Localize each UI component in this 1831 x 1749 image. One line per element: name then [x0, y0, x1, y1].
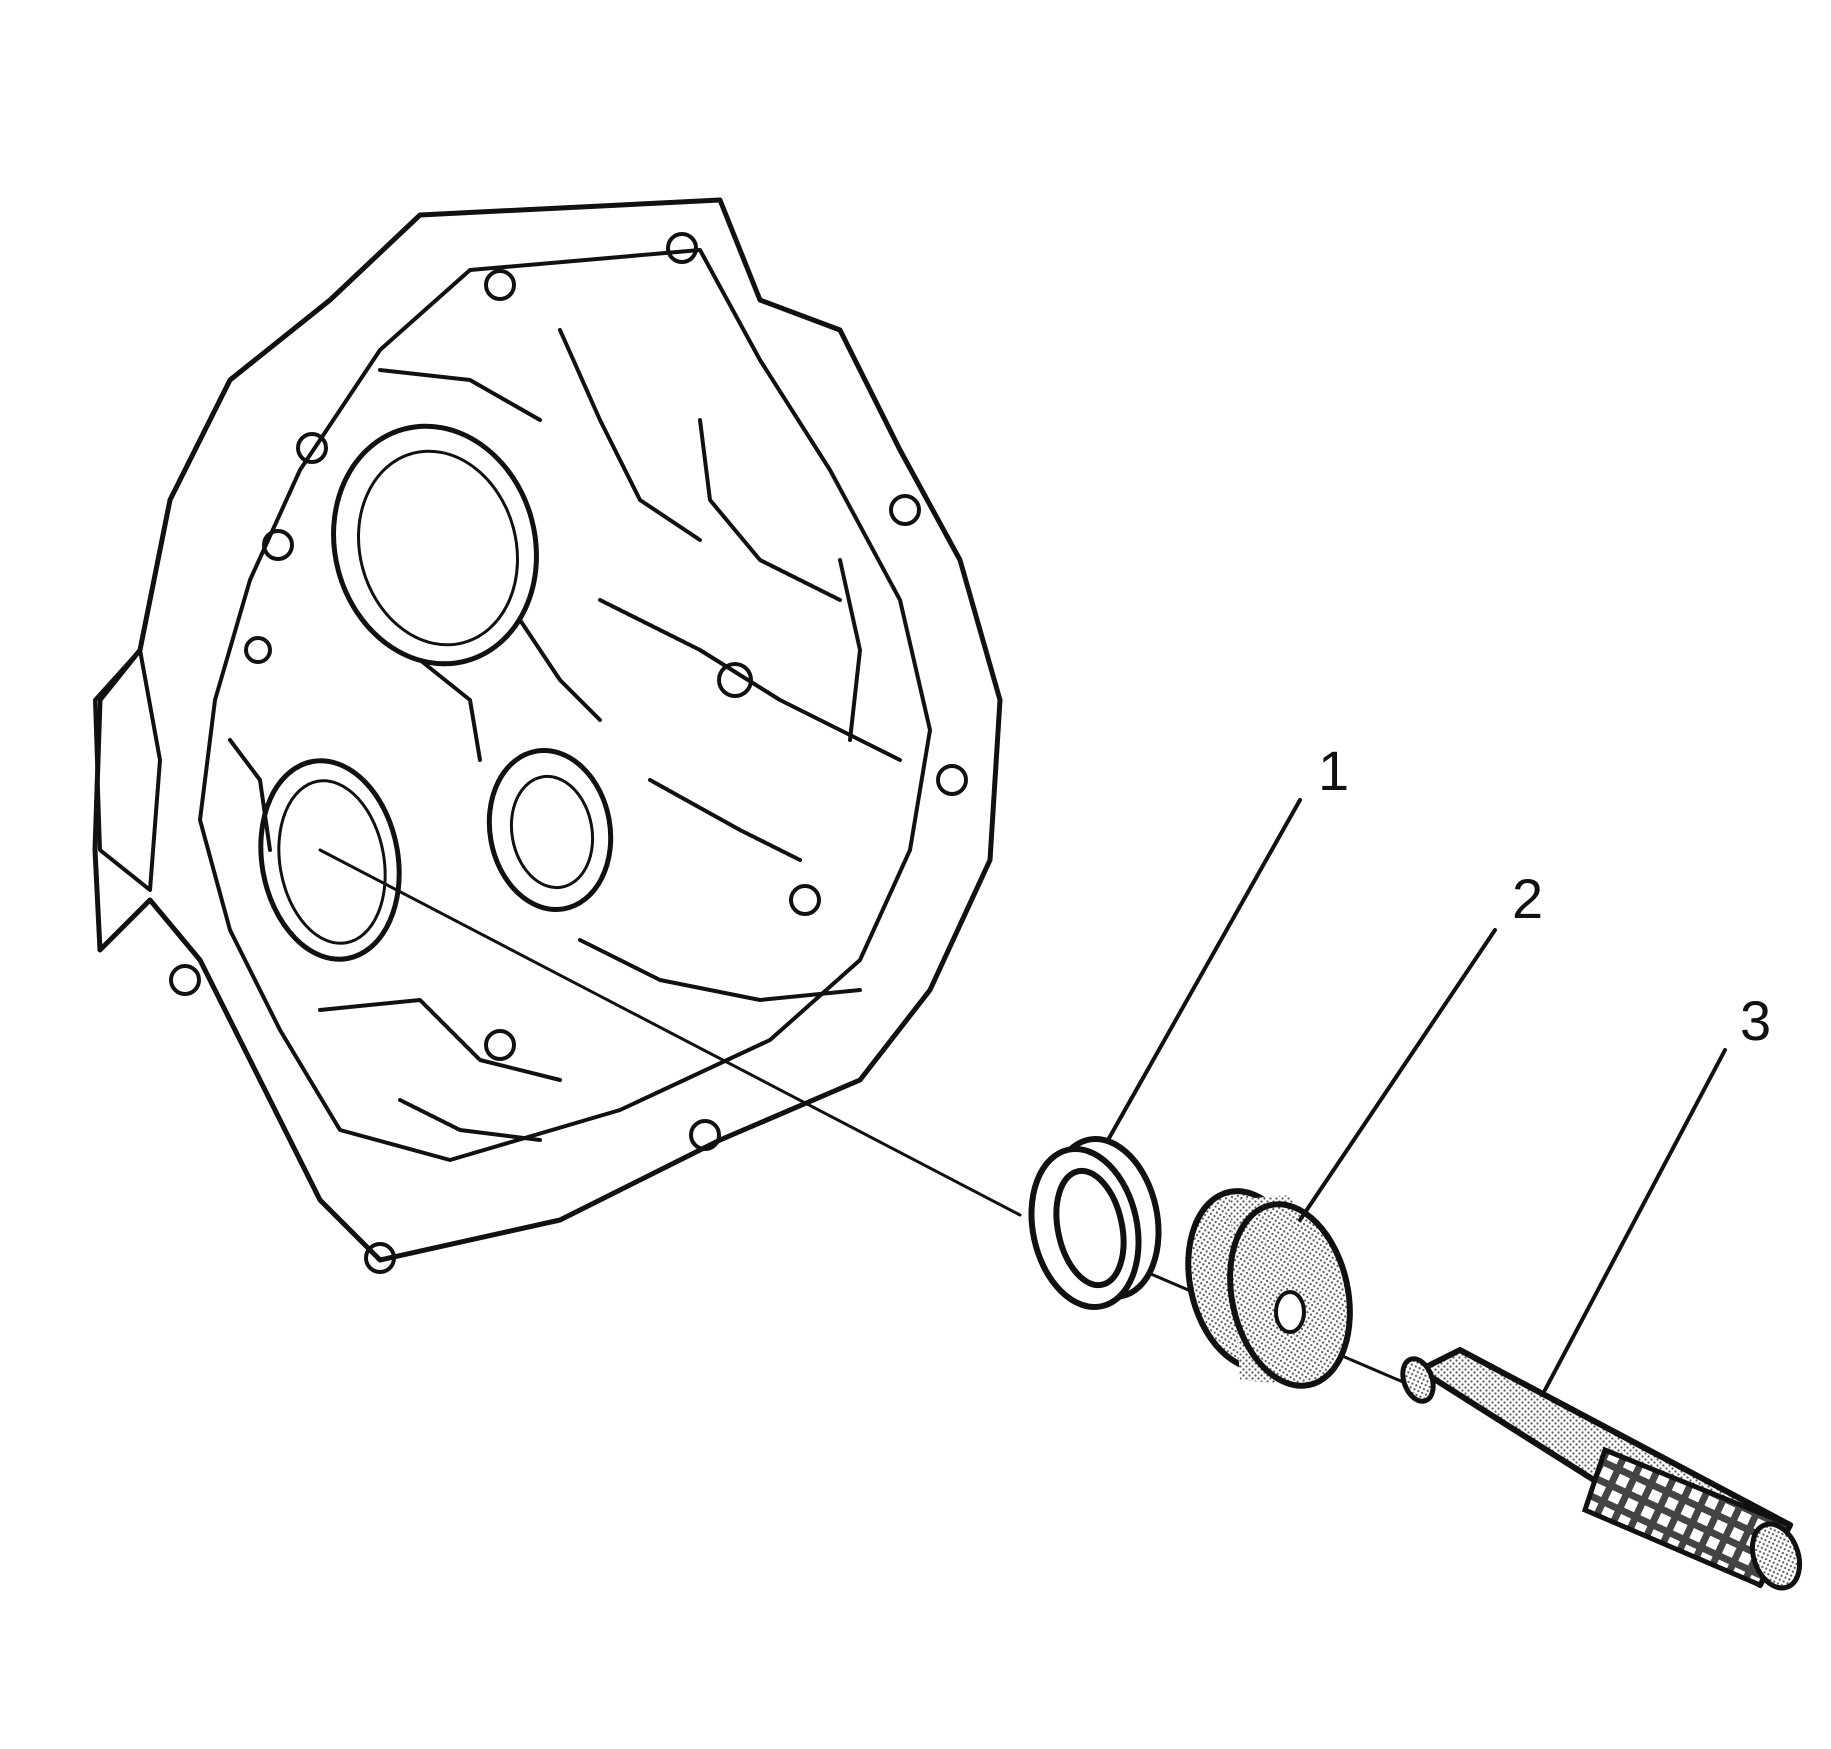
- bolt-hole: [262, 529, 294, 561]
- bolt-hole: [296, 432, 328, 464]
- callout-2: 2: [1512, 867, 1543, 930]
- bolt-hole: [484, 269, 516, 301]
- leader-line-2: [1298, 928, 1497, 1222]
- seal-inner-lip: [1053, 1167, 1127, 1289]
- housing-left-tab: [93, 648, 162, 892]
- seal-installer-adapter: [1185, 1188, 1353, 1389]
- callout-3: 3: [1740, 989, 1771, 1052]
- bolt-hole: [244, 636, 272, 664]
- seal-bore-outer: [258, 758, 402, 962]
- bolt-hole: [936, 764, 968, 796]
- bolt-hole: [789, 884, 821, 916]
- driver-handle: [1400, 1347, 1803, 1591]
- bolt-hole: [689, 1119, 721, 1151]
- bolt-hole: [666, 232, 698, 264]
- handle-end-cap: [1749, 1521, 1803, 1591]
- housing-inner-wall: [198, 248, 932, 1162]
- transmission-housing: [92, 197, 1003, 1274]
- bolt-hole: [484, 1029, 516, 1061]
- leader-line-1: [1106, 798, 1302, 1142]
- internal-ribs: [228, 328, 902, 1142]
- leader-line-3: [1543, 1048, 1727, 1392]
- bolt-hole: [169, 964, 201, 996]
- bolt-hole: [364, 1242, 396, 1274]
- seal-bore-inner: [277, 779, 387, 945]
- leader-lines: [1106, 798, 1727, 1392]
- center-bore-inner: [509, 774, 595, 890]
- adapter-bore: [1274, 1290, 1306, 1334]
- bolt-holes: [169, 232, 968, 1274]
- seal: [1028, 1136, 1162, 1310]
- upper-bearing-bore-inner: [357, 449, 519, 647]
- handle-tip: [1400, 1356, 1436, 1404]
- callout-1: 1: [1318, 739, 1349, 802]
- bolt-hole: [889, 494, 921, 526]
- upper-bearing-bore: [331, 423, 539, 667]
- center-bore-outer: [486, 748, 614, 912]
- handle-knurled-grip: [1581, 1446, 1794, 1589]
- housing-outline: [92, 197, 1003, 1263]
